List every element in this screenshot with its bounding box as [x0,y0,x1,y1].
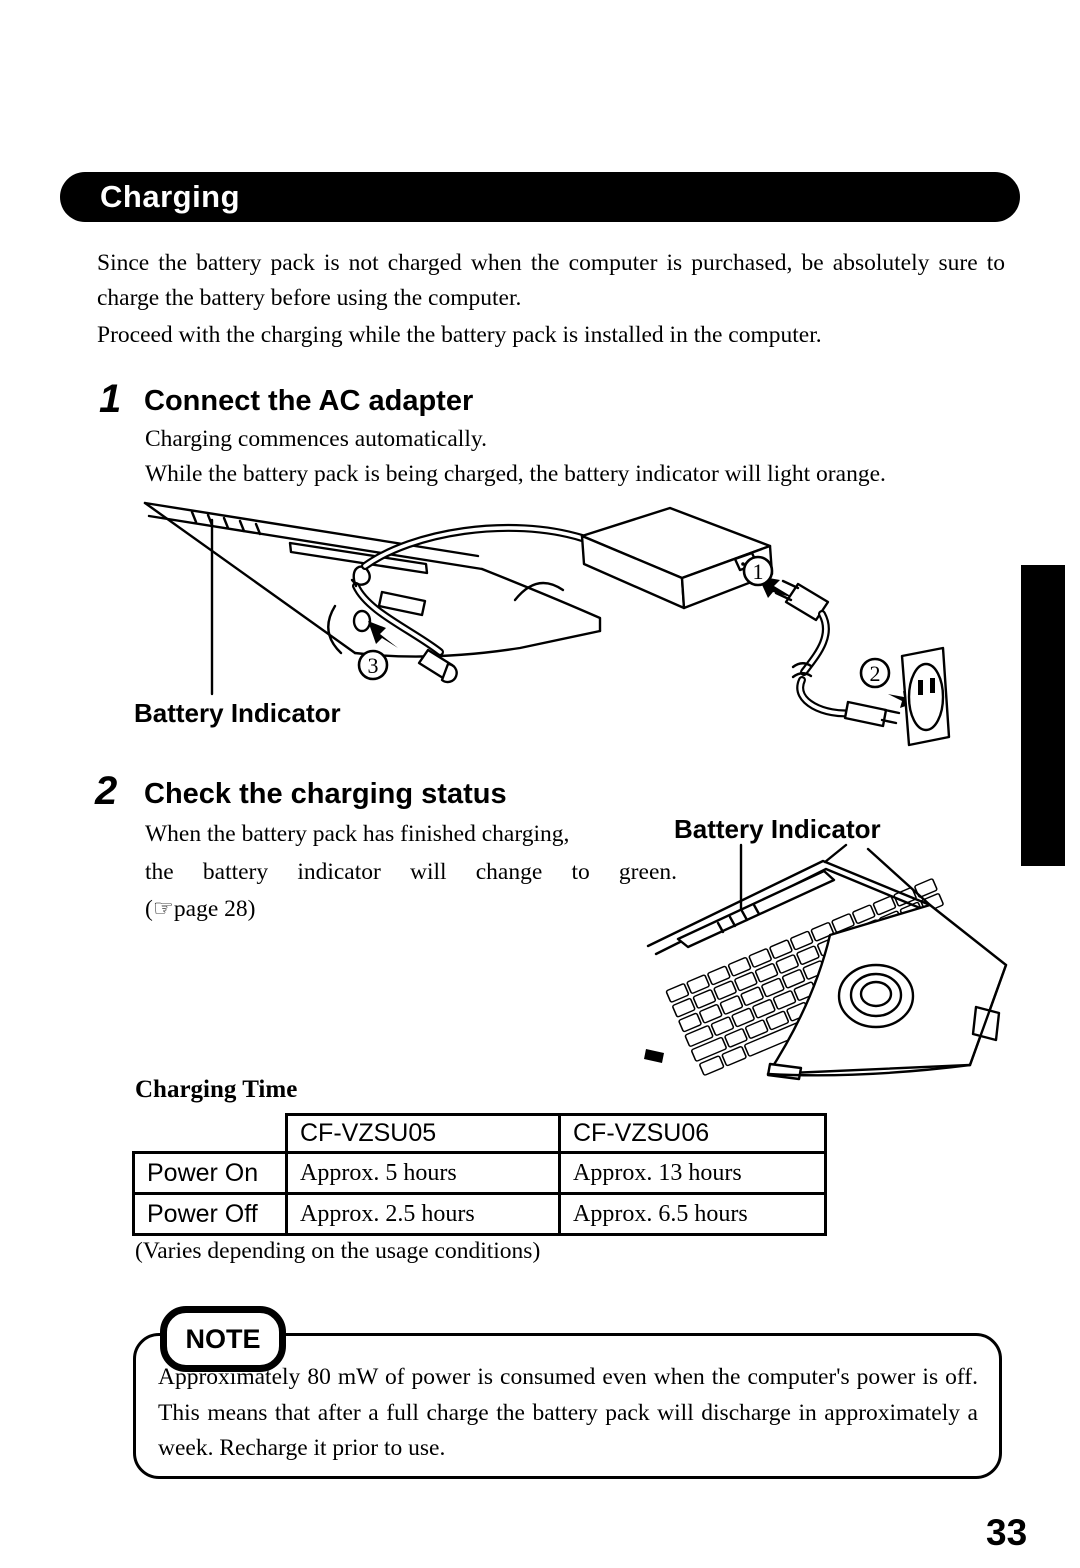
wall-outlet [843,646,951,747]
step-2-title: Check the charging status [144,778,507,810]
cell-power-on-vzsu06: Approx. 13 hours [558,1151,827,1195]
key-row [665,878,938,1003]
table-footnote: (Varies depending on the usage condition… [135,1238,541,1264]
dc-cable [350,523,586,656]
section-title: Charging [100,179,241,214]
step-1-number: 1 [99,377,122,421]
cell-power-on-vzsu05: Approx. 5 hours [285,1151,561,1195]
note-text: Approximately 80 mW of power is consumed… [158,1364,978,1461]
callout-1: 1 [742,555,774,587]
table-header-row: CF-VZSU05 CF-VZSU06 [134,1113,827,1154]
row-label-power-on: Power On [132,1151,288,1195]
step-2-line-1: When the battery pack has finished charg… [145,821,570,847]
empty-cell [134,1115,287,1153]
keyboard-battery-indicator-illustration [644,843,1008,1081]
page-reference: (☞page 28) [145,896,256,922]
step-1-line-2: While the battery pack is being charged,… [145,460,886,487]
charging-time-table: CF-VZSU05 CF-VZSU06 Power On Approx. 5 h… [132,1113,827,1236]
intro-paragraph-1: Since the battery pack is not charged wh… [97,250,1005,311]
intro-paragraph-2: Proceed with the charging while the batt… [97,322,822,348]
step-1-title: Connect the AC adapter [144,385,474,417]
row-label-power-off: Power Off [132,1192,288,1236]
battery-indicator-label-2: Battery Indicator [674,814,881,844]
column-header-vzsu06: CF-VZSU06 [558,1113,827,1154]
section-edge-tab [1021,565,1065,866]
dc-plug-arrow [368,621,398,648]
callout-3: 3 [357,649,389,681]
charging-time-heading: Charging Time [135,1076,298,1103]
svg-text:1: 1 [753,559,764,584]
cell-power-off-vzsu05: Approx. 2.5 hours [285,1192,561,1236]
laptop-rear-corner [143,501,602,696]
ac-adapter [580,506,774,610]
ac-adapter-connection-illustration: 1 2 3 [143,501,951,747]
page-number: 33 [986,1512,1028,1553]
battery-indicator-label-1: Battery Indicator [134,698,341,728]
ac-plug [774,579,856,718]
section-header-bar: Charging [60,172,1020,222]
svg-text:3: 3 [368,653,379,678]
laptop-keyboard [644,843,1008,1081]
column-header-vzsu05: CF-VZSU05 [285,1113,561,1154]
trackball [837,963,915,1029]
svg-text:2: 2 [870,661,881,686]
callout-2: 2 [859,657,891,689]
note-badge: NOTE [160,1306,286,1372]
step-2-number: 2 [95,769,118,813]
table-row: Power Off Approx. 2.5 hours Approx. 6.5 … [132,1192,827,1236]
step-2-body: When the battery pack has finished charg… [145,816,677,929]
step-1-body: Charging commences automatically. While … [145,422,1045,491]
step-1-line-1: Charging commences automatically. [145,426,487,452]
cell-power-off-vzsu06: Approx. 6.5 hours [558,1192,827,1236]
step-2-line-2: the battery indicator will change to gre… [145,858,677,885]
table-row: Power On Approx. 5 hours Approx. 13 hour… [132,1151,827,1195]
